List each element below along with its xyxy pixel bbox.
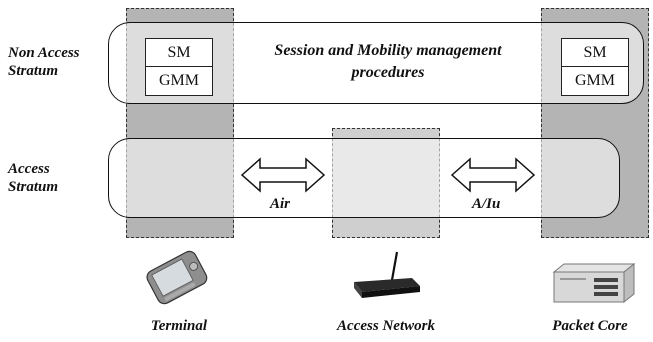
access-stratum-label: Access Stratum — [8, 161, 59, 195]
terminal-gmm-cell: GMM — [158, 72, 199, 89]
air-interface-arrow-icon — [240, 157, 326, 193]
access-network-label: Access Network — [337, 318, 435, 334]
core-gmm-cell: GMM — [574, 72, 615, 89]
access-stratum-band — [108, 138, 620, 218]
router-access-network-icon — [354, 251, 420, 298]
nas-procedures-line2: procedures — [351, 64, 425, 81]
non-access-stratum-label: Non Access Stratum — [8, 45, 80, 79]
terminal-label: Terminal — [150, 318, 208, 334]
air-interface-label: Air — [270, 196, 291, 212]
terminal-protocol-stack: SM GMM — [145, 38, 213, 96]
pda-terminal-icon — [146, 250, 208, 305]
nas-procedures-text: Session and Mobility management procedur… — [240, 40, 536, 84]
server-packet-core-icon — [552, 262, 636, 304]
core-protocol-stack: SM GMM — [561, 38, 629, 96]
core-sm-cell: SM — [562, 39, 628, 67]
a-iu-interface-label: A/Iu — [472, 196, 501, 212]
terminal-sm-cell: SM — [146, 39, 212, 67]
nas-procedures-line1: Session and Mobility management — [274, 42, 502, 59]
a-iu-interface-arrow-icon — [450, 157, 536, 193]
packet-core-label: Packet Core — [552, 318, 628, 334]
